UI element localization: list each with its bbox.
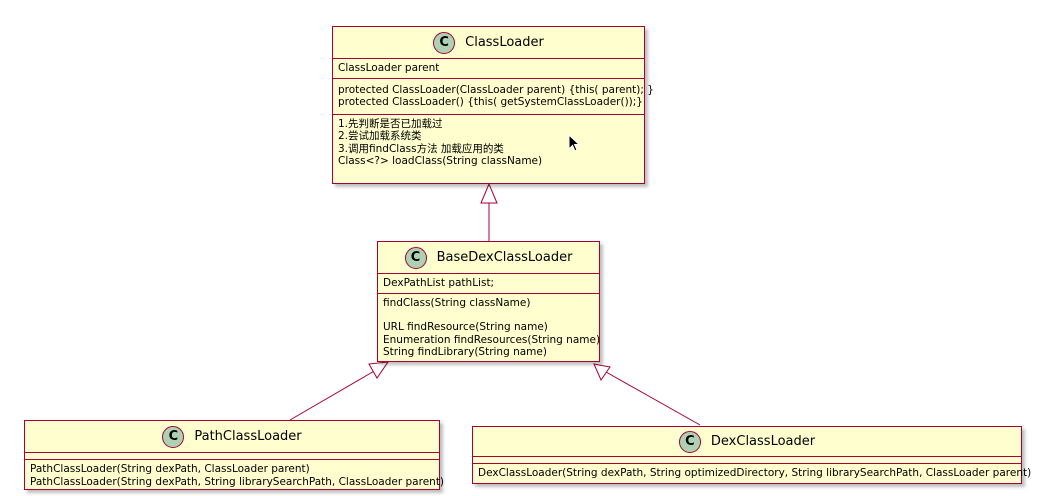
class-box-dexclassloader: C DexClassLoader DexClassLoader(String d… xyxy=(472,426,1032,484)
class-header: C ClassLoader xyxy=(333,27,644,59)
note-line: 3.调用findClass方法 加载应用的类 xyxy=(338,142,504,155)
edge-arrowhead-classloader xyxy=(480,182,498,204)
edge-arrowhead-path xyxy=(368,361,390,379)
class-name: ClassLoader xyxy=(465,35,544,50)
field: ClassLoader parent xyxy=(338,62,440,74)
class-box-classloader: C ClassLoader ClassLoader parent protect… xyxy=(332,26,654,184)
method: Enumeration findResources(String name) xyxy=(383,333,601,346)
constructor: protected ClassLoader(ClassLoader parent… xyxy=(338,83,654,96)
constructor: protected ClassLoader() {this( getSystem… xyxy=(338,96,643,108)
class-stereotype-icon: C xyxy=(433,31,456,54)
class-box-pathclassloader: C PathClassLoader PathClassLoader(String… xyxy=(24,420,445,491)
method: findClass(String className) xyxy=(383,296,531,309)
fields-section: ClassLoader parent xyxy=(333,59,644,78)
methods-section: DexClassLoader(String dexPath, String op… xyxy=(473,463,1032,483)
note-line: 2.尝试加载系统类 xyxy=(338,130,422,142)
method: URL findResource(String name) xyxy=(383,321,548,333)
edge-arrowhead-dex xyxy=(593,363,611,382)
class-stereotype-icon: C xyxy=(678,430,701,453)
note-line: 1.先判断是否已加载过 xyxy=(338,117,443,130)
fields-section: DexPathList pathList; xyxy=(378,274,599,293)
method: String findLibrary(String name) xyxy=(383,346,547,358)
class-header: C DexClassLoader xyxy=(473,427,1021,457)
methods-section: 1.先判断是否已加载过 2.尝试加载系统类 3.调用findClass方法 加载… xyxy=(333,113,644,171)
class-name: DexClassLoader xyxy=(710,434,816,449)
class-header: C BaseDexClassLoader xyxy=(378,242,599,274)
method: Class<?> loadClass(String className) xyxy=(338,155,543,167)
methods-section: PathClassLoader(String dexPath, ClassLoa… xyxy=(25,459,445,491)
edge-dex-to-basedex xyxy=(605,371,701,426)
class-stereotype-icon: C xyxy=(404,246,427,269)
mouse-pointer-icon xyxy=(568,134,581,152)
edge-path-to-basedex xyxy=(289,369,377,421)
constructors-section: protected ClassLoader(ClassLoader parent… xyxy=(333,77,654,114)
class-header: C PathClassLoader xyxy=(25,421,439,453)
class-stereotype-icon: C xyxy=(162,425,185,448)
method: DexClassLoader(String dexPath, String op… xyxy=(478,467,1032,479)
class-name: BaseDexClassLoader xyxy=(436,250,573,265)
class-box-basedexclassloader: C BaseDexClassLoader DexPathList pathLis… xyxy=(377,241,600,362)
methods-section: findClass(String className) URL findReso… xyxy=(378,292,601,362)
class-name: PathClassLoader xyxy=(194,429,302,444)
method: PathClassLoader(String dexPath, String l… xyxy=(30,475,445,488)
method: PathClassLoader(String dexPath, ClassLoa… xyxy=(30,463,310,475)
field: DexPathList pathList; xyxy=(383,277,495,289)
